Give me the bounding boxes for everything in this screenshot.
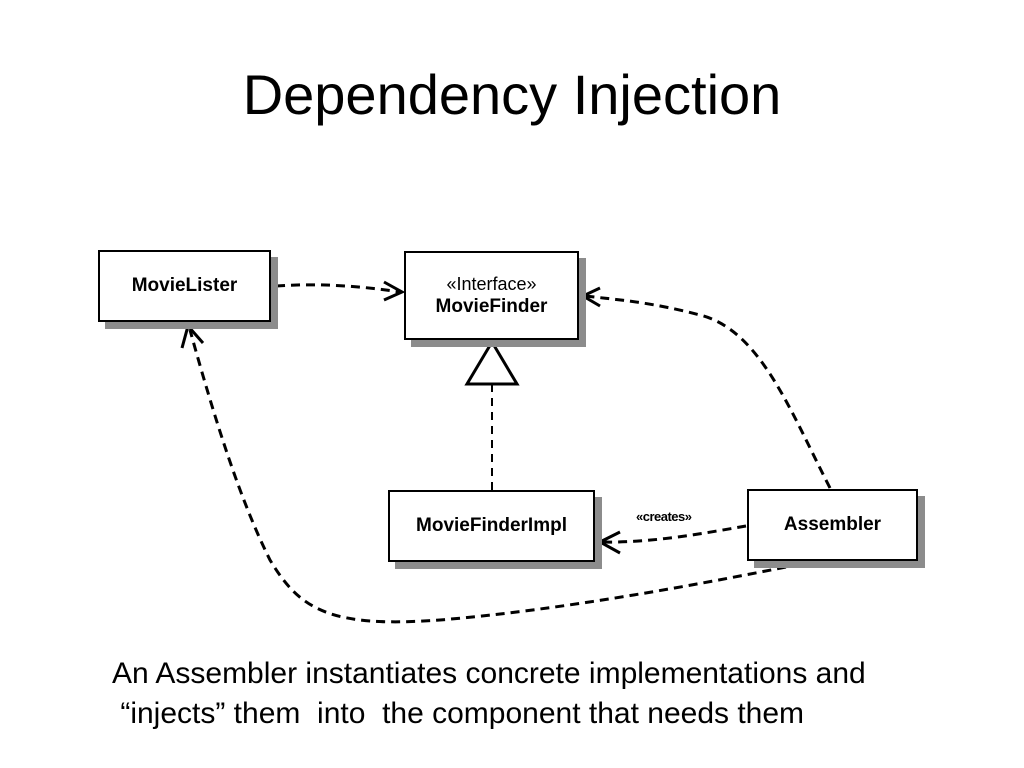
caption-line-1: An Assembler instantiates concrete imple…: [112, 657, 866, 690]
class-movie-finder: «Interface» MovieFinder: [404, 251, 579, 340]
caption-line-2: “injects” them into the component that n…: [112, 697, 805, 730]
dependency-assembler-to-finder: [584, 294, 832, 489]
creates-label: «creates»: [636, 509, 692, 524]
dependency-lister-to-finder: [275, 283, 401, 294]
class-movie-lister: MovieLister: [98, 250, 271, 322]
class-movie-finder-impl: MovieFinderImpl: [388, 490, 595, 562]
arrowhead-creates: [596, 530, 621, 555]
class-assembler: Assembler: [747, 489, 918, 561]
class-movie-finder-name: MovieFinder: [435, 295, 548, 317]
arrowhead-lister-to-finder: [383, 280, 406, 302]
class-assembler-name: Assembler: [783, 514, 882, 535]
creates-assembler-to-impl: [601, 524, 747, 544]
realization-triangle: [464, 339, 520, 386]
slide-caption: An Assembler instantiates concrete imple…: [112, 654, 992, 734]
dependency-assembler-to-lister: [188, 329, 831, 624]
arrowhead-assembler-to-lister: [180, 322, 205, 349]
class-movie-finder-impl-name: MovieFinderImpl: [416, 515, 567, 536]
slide-title: Dependency Injection: [242, 63, 782, 126]
arrowhead-assembler-to-finder: [579, 286, 601, 308]
class-movie-lister-name: MovieLister: [131, 275, 238, 296]
interface-stereotype: «Interface»: [446, 273, 537, 294]
